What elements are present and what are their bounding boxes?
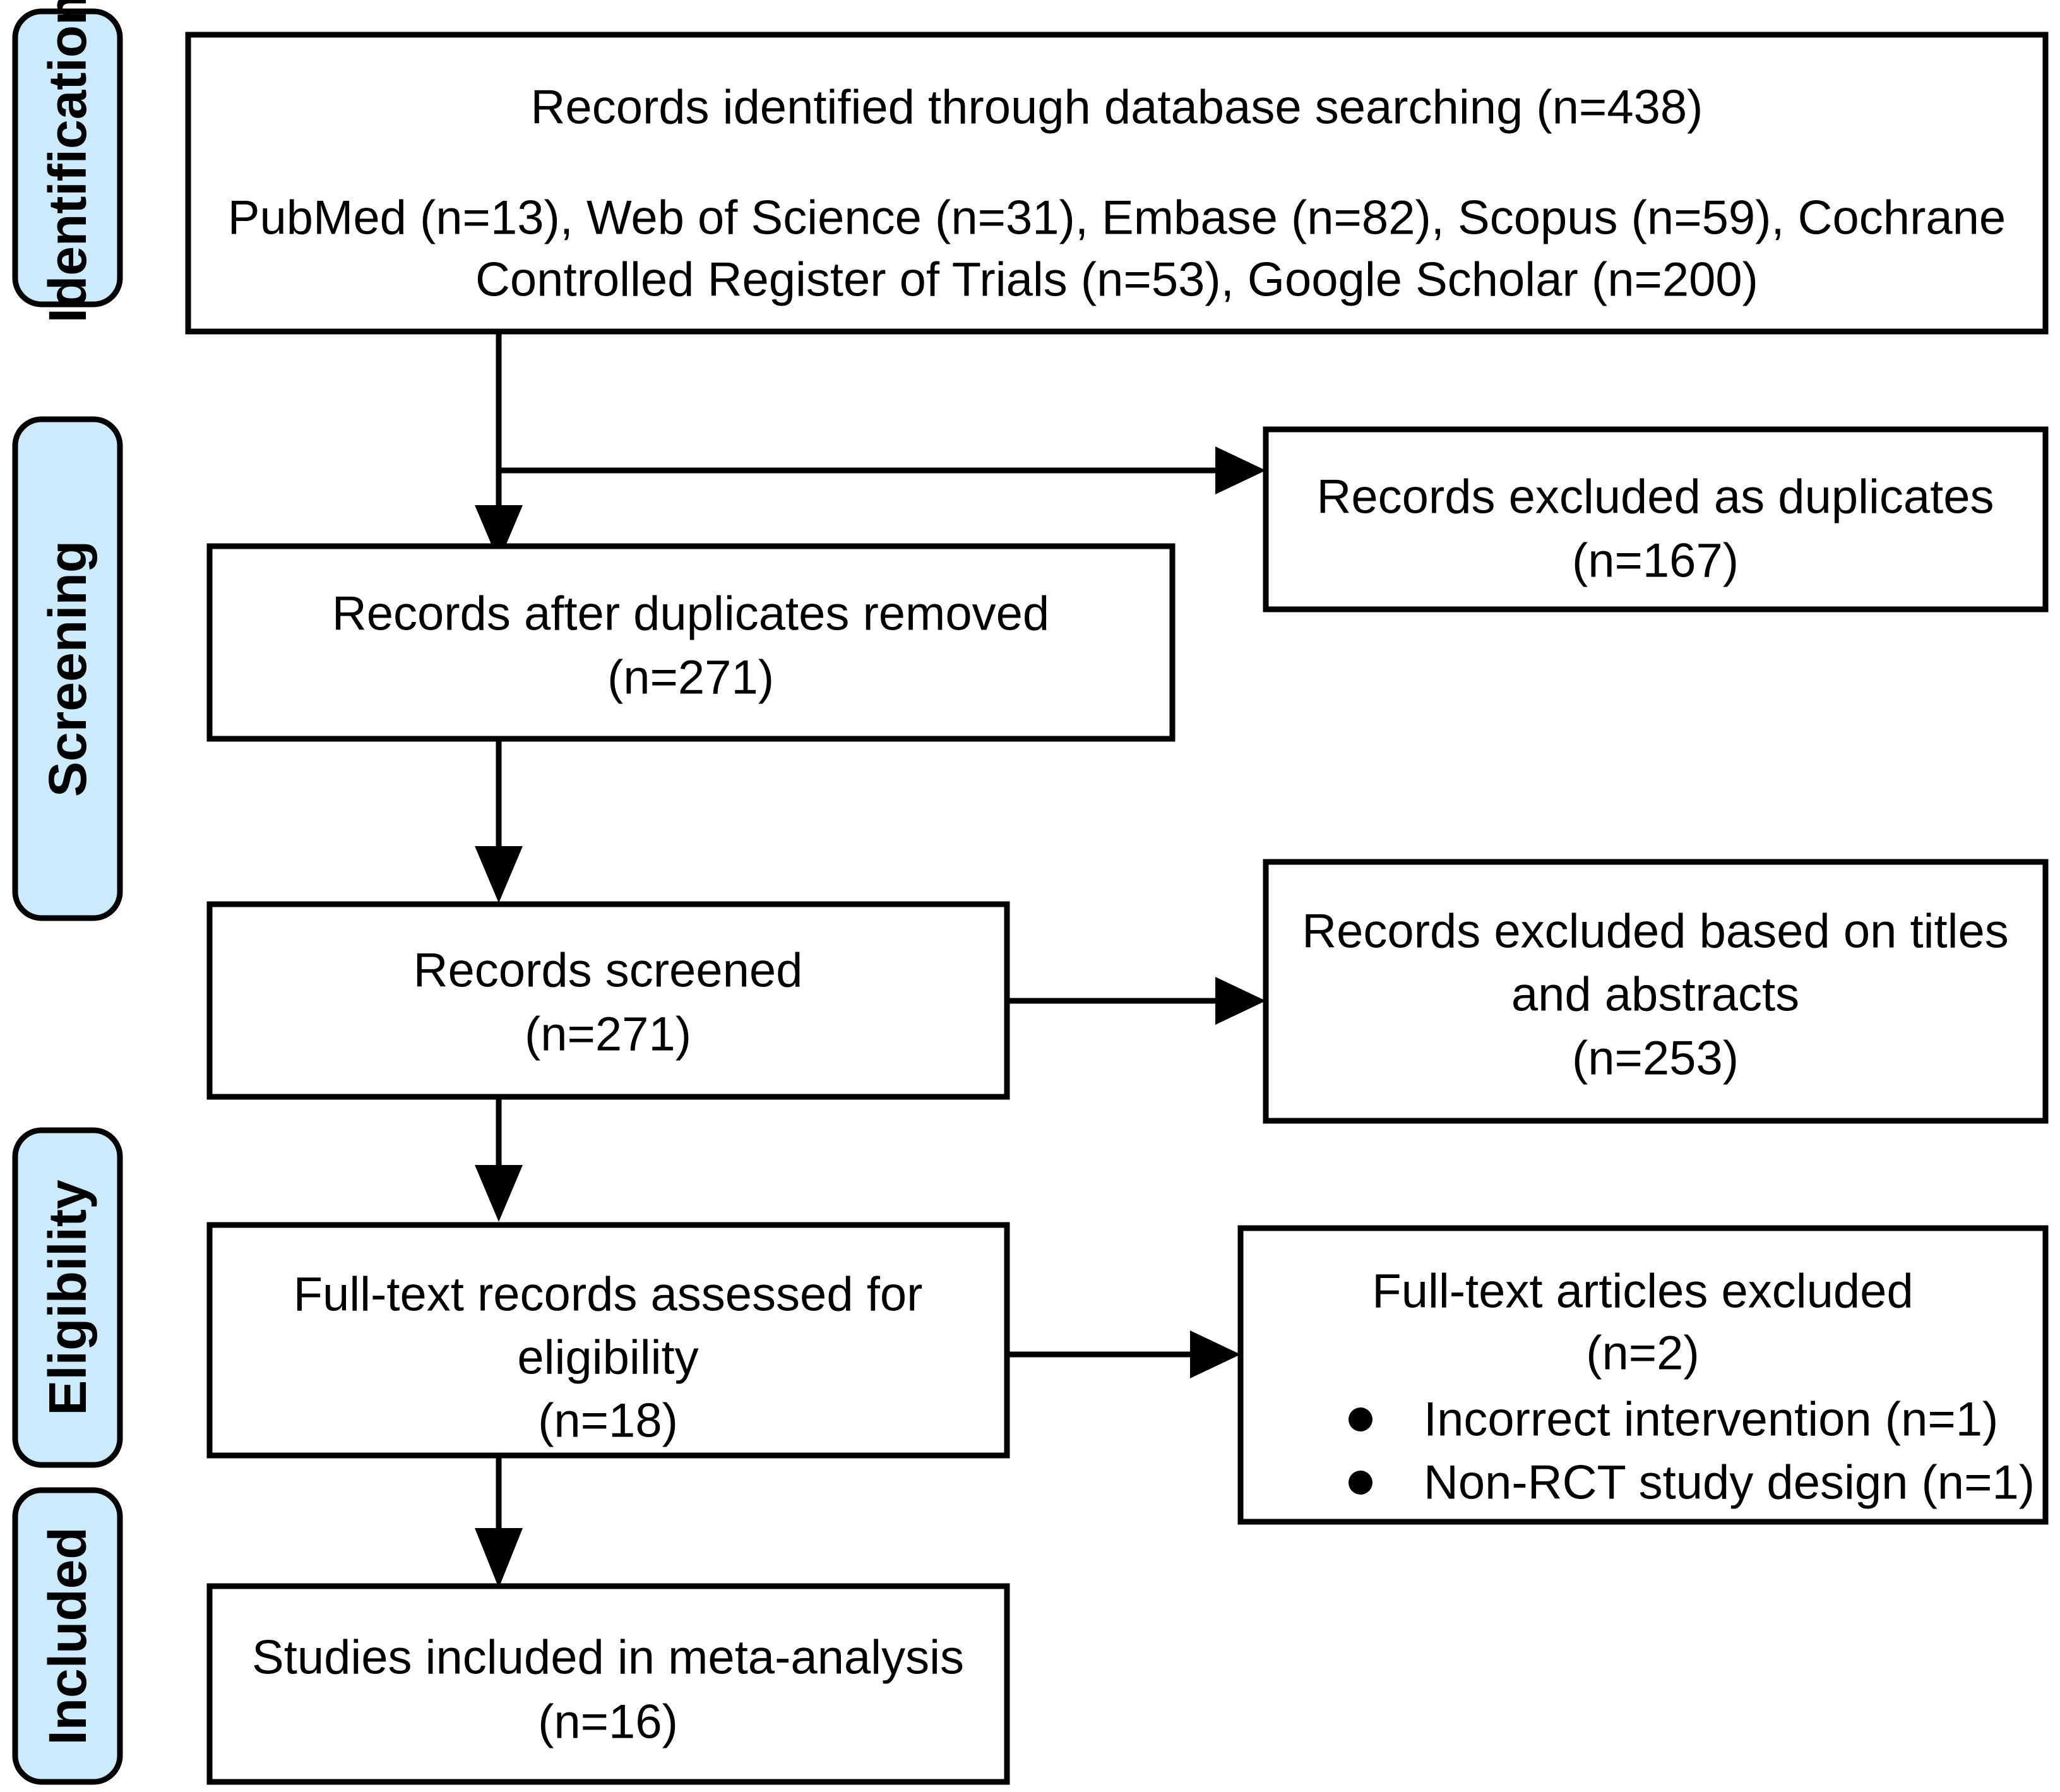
stage-tab-included-shape: [12, 1487, 123, 1785]
box-after-duplicates-removed-shape: [206, 543, 1176, 742]
box-fulltext-excluded-shape: [1237, 1225, 2049, 1525]
box-after-duplicates-removed-line2: (n=271): [607, 651, 774, 705]
box-fulltext-assessed-line1: Full-text records assessed for: [294, 1268, 923, 1322]
box-records-identified: Records identified through database sear…: [185, 32, 2049, 335]
arrowhead-screened-to-fulltext: [475, 1165, 523, 1222]
stage-tab-identification-label: Identification: [38, 0, 97, 323]
box-duplicates-excluded-line2: (n=167): [1572, 534, 1739, 588]
stage-tab-eligibility-shape: [12, 1127, 123, 1468]
box-records-screened: Records screened (n=271): [206, 901, 1010, 1100]
arrowhead-to-duplicates-excluded: [1215, 446, 1266, 494]
arrowhead-fulltext-to-excluded: [1190, 1330, 1241, 1378]
arrowhead-identified-to-after-duplicates: [475, 505, 523, 562]
stage-tab-screening-shape: [12, 416, 123, 921]
box-records-screened-line1: Records screened: [414, 944, 803, 998]
box-records-identified-line1: Records identified through database sear…: [531, 81, 1703, 134]
stage-tab-included: Included: [12, 1487, 123, 1785]
stage-tab-eligibility: Eligibility: [12, 1127, 123, 1468]
box-titles-abstracts-excluded: Records excluded based on titles and abs…: [1263, 859, 2049, 1124]
box-records-identified-line3: Controlled Register of Trials (n=53), Go…: [475, 253, 1758, 307]
arrowhead-fulltext-to-included: [475, 1528, 523, 1588]
box-fulltext-excluded-bullet-1: Incorrect intervention (n=1): [1424, 1393, 1998, 1447]
box-titles-abstracts-excluded-shape: [1263, 859, 2049, 1124]
box-studies-included-line1: Studies included in meta-analysis: [252, 1631, 964, 1685]
stage-tab-identification: Identification: [12, 0, 123, 323]
stage-tab-screening: Screening: [12, 416, 123, 921]
box-records-identified-shape: [185, 32, 2049, 335]
box-fulltext-assessed: Full-text records assessed for eligibili…: [206, 1222, 1010, 1459]
box-after-duplicates-removed: Records after duplicates removed (n=271): [206, 543, 1176, 742]
bullet-icon: [1349, 1471, 1372, 1495]
box-fulltext-assessed-line3: (n=18): [538, 1394, 678, 1448]
stage-tab-included-label: Included: [38, 1527, 97, 1745]
arrowhead-to-titles-excluded: [1215, 977, 1266, 1025]
box-duplicates-excluded: Records excluded as duplicates (n=167): [1263, 426, 2049, 612]
stage-tab-eligibility-label: Eligibility: [38, 1180, 97, 1416]
box-fulltext-excluded-line2: (n=2): [1586, 1327, 1700, 1380]
box-studies-included-line2: (n=16): [538, 1695, 678, 1749]
box-records-identified-line2: PubMed (n=13), Web of Science (n=31), Em…: [228, 191, 2006, 245]
box-fulltext-excluded: Full-text articles excluded (n=2) Incorr…: [1237, 1225, 2049, 1525]
box-titles-abstracts-excluded-line2: and abstracts: [1511, 968, 1799, 1022]
box-fulltext-assessed-line2: eligibility: [517, 1331, 698, 1385]
box-fulltext-excluded-bullet-2: Non-RCT study design (n=1): [1424, 1456, 2035, 1510]
box-studies-included-shape: [206, 1583, 1010, 1785]
stage-tab-identification-shape: [12, 8, 123, 308]
box-studies-included: Studies included in meta-analysis (n=16): [206, 1583, 1010, 1785]
box-fulltext-assessed-shape: [206, 1222, 1010, 1459]
box-duplicates-excluded-shape: [1263, 426, 2049, 612]
bullet-icon: [1349, 1407, 1372, 1431]
box-duplicates-excluded-line1: Records excluded as duplicates: [1316, 470, 1994, 524]
box-after-duplicates-removed-line1: Records after duplicates removed: [332, 587, 1049, 641]
box-records-screened-line2: (n=271): [525, 1008, 691, 1061]
box-titles-abstracts-excluded-line1: Records excluded based on titles: [1302, 905, 2009, 959]
box-fulltext-excluded-line1: Full-text articles excluded: [1372, 1265, 1913, 1318]
stage-tab-screening-label: Screening: [38, 541, 97, 797]
arrowhead-after-duplicates-to-screened: [475, 846, 523, 903]
box-titles-abstracts-excluded-line3: (n=253): [1572, 1032, 1739, 1085]
box-records-screened-shape: [206, 901, 1010, 1100]
